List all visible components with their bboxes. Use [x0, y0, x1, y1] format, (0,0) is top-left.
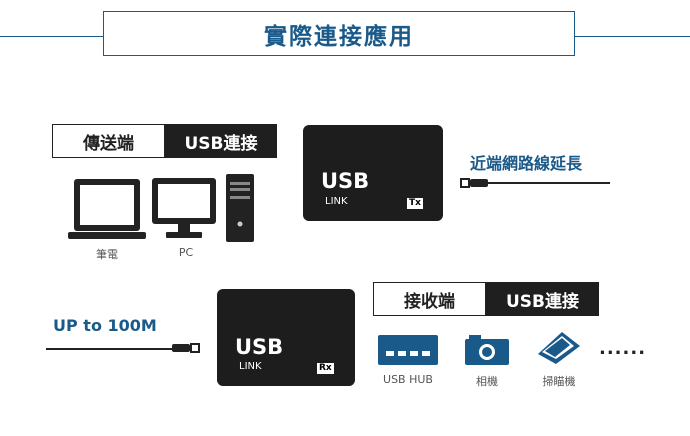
- tx-unit: USB LINK Tx: [303, 125, 443, 221]
- transmitter-side-label: 傳送端: [52, 124, 165, 158]
- cable-right-text: 近端網路線延長: [470, 154, 583, 173]
- rx-unit: USB LINK Rx: [217, 289, 355, 386]
- rx-link-text: LINK: [239, 361, 262, 372]
- rj45-plug-icon: [460, 178, 488, 188]
- page-title: 實際連接應用: [264, 23, 414, 50]
- cable-left-text: UP to 100M: [53, 316, 157, 335]
- cable-left-line: [46, 348, 174, 350]
- header-rule-right: [575, 36, 690, 37]
- more-devices-dots: ......: [599, 338, 647, 359]
- receiver-conn-label: USB連接: [486, 282, 599, 316]
- laptop-caption: 筆電: [96, 248, 118, 261]
- usb-hub-caption: USB HUB: [383, 373, 433, 386]
- tower-icon: [226, 174, 254, 242]
- scanner-caption: 掃瞄機: [542, 375, 576, 388]
- transmitter-conn-label: USB連接: [165, 124, 277, 158]
- laptop-icon: [68, 179, 146, 239]
- tx-link-text: LINK: [325, 196, 348, 207]
- usb-hub-icon: [378, 335, 438, 365]
- receiver-side-label: 接收端: [373, 282, 486, 316]
- rx-usb-text: USB: [235, 335, 284, 359]
- camera-icon: [465, 335, 509, 365]
- title-frame: 實際連接應用: [103, 11, 575, 56]
- tx-badge: Tx: [407, 198, 423, 209]
- rj45-plug-icon: [172, 343, 200, 353]
- scanner-icon: [538, 332, 580, 364]
- camera-caption: 相機: [476, 375, 498, 388]
- rx-badge: Rx: [317, 363, 334, 374]
- monitor-icon: [152, 178, 216, 238]
- cable-right-line: [488, 182, 610, 184]
- header-rule-left: [0, 36, 103, 37]
- tx-usb-text: USB: [321, 169, 370, 193]
- pc-caption: PC: [178, 246, 194, 259]
